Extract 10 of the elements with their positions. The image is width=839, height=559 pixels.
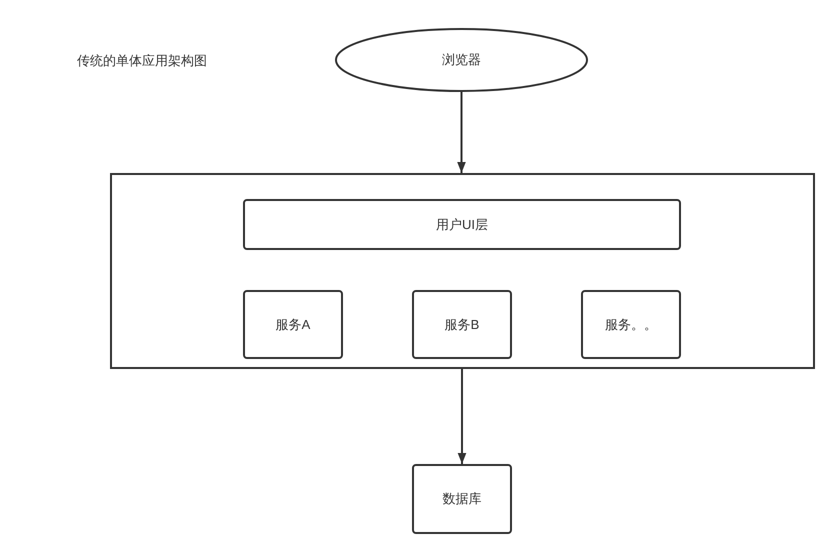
ellipse-node: 浏览器 <box>335 28 588 92</box>
layer-box: 用户UI层 <box>243 199 681 250</box>
service-box: 服务。。 <box>581 290 681 359</box>
database-box: 数据库 <box>412 464 512 534</box>
arrow <box>457 92 466 173</box>
diagram-title: 传统的单体应用架构图 <box>77 52 207 70</box>
arrow <box>458 369 466 464</box>
service-box: 服务A <box>243 290 343 359</box>
service-box: 服务B <box>412 290 512 359</box>
container-box <box>110 173 815 369</box>
